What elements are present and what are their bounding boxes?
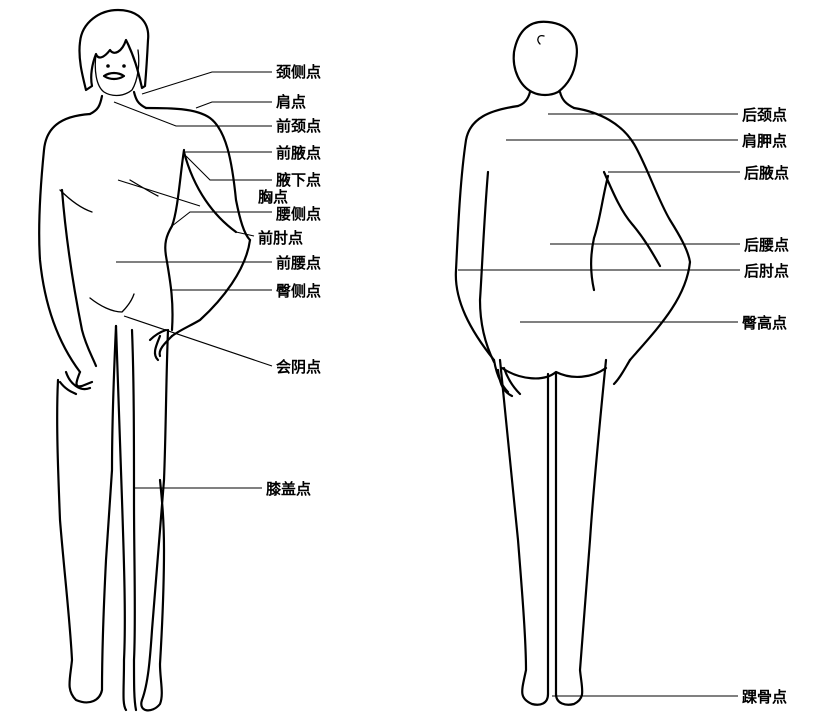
label-hip-side-point: 臀侧点 — [276, 282, 321, 300]
label-shoulder-point: 肩点 — [276, 93, 306, 111]
back-leader-lines — [458, 114, 740, 696]
front-labels: 颈侧点 肩点 前颈点 前腋点 腋下点 胸点 腰侧点 前肘点 前腰点 臀侧点 会阴… — [258, 63, 321, 498]
label-bust-point: 胸点 — [258, 188, 288, 206]
label-front-armpit-point: 前腋点 — [276, 144, 321, 162]
label-scapula-point: 肩胛点 — [742, 132, 787, 150]
label-front-elbow-point: 前肘点 — [258, 229, 303, 247]
label-crotch-point: 会阴点 — [276, 358, 321, 376]
label-underarm-point: 腋下点 — [276, 171, 321, 189]
label-back-neck-point: 后颈点 — [742, 106, 787, 124]
label-front-waist-point: 前腰点 — [276, 254, 321, 272]
back-labels: 后颈点 肩胛点 后腋点 后腰点 后肘点 臀高点 踝骨点 — [742, 106, 789, 706]
front-figure — [39, 10, 250, 710]
label-ankle-point: 踝骨点 — [742, 688, 787, 706]
label-back-armpit-point: 后腋点 — [744, 164, 789, 182]
label-waist-side-point: 腰侧点 — [275, 205, 321, 223]
back-figure — [456, 22, 690, 705]
label-back-waist-point: 后腰点 — [744, 236, 789, 254]
label-back-elbow-point: 后肘点 — [744, 262, 789, 280]
label-front-neck-point: 前颈点 — [276, 117, 321, 135]
label-hip-height-point: 臀高点 — [742, 314, 787, 332]
label-neck-side-point: 颈侧点 — [275, 63, 321, 81]
front-leader-lines — [114, 72, 272, 488]
label-knee-point: 膝盖点 — [266, 480, 311, 498]
